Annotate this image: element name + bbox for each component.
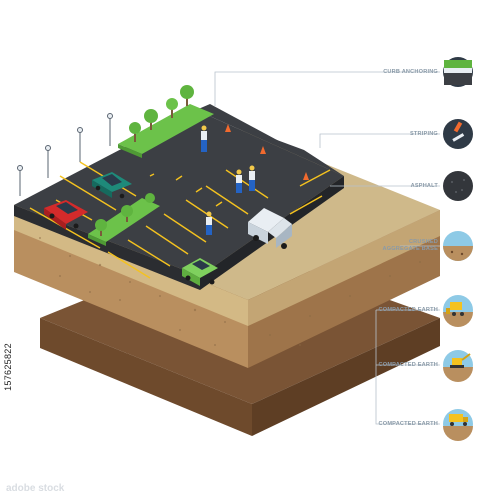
asphalt-icon <box>443 171 473 201</box>
striping-icon <box>443 119 473 149</box>
leader-lines <box>214 71 440 425</box>
bulldozer-icon <box>443 295 473 327</box>
label-crushed-line1: CRUSHED <box>408 239 438 245</box>
label-compacted-earth-1: COMPACTED EARTH <box>378 307 438 313</box>
curb-anchoring-icon <box>443 57 473 87</box>
grass-island-middle <box>88 198 160 246</box>
lamp-posts <box>17 113 113 196</box>
workers <box>201 125 255 235</box>
label-crushed-line2: AGGREGATE BASE <box>382 246 438 252</box>
label-striping: STRIPING <box>409 131 438 137</box>
label-compacted-earth-3: COMPACTED EARTH <box>378 421 438 427</box>
traffic-cones <box>225 124 309 180</box>
stock-id-text: 157625822 <box>3 343 13 391</box>
label-crushed-aggregate-base: CRUSHED AGGREGATE BASE <box>382 239 438 253</box>
label-curb-anchoring: CURB ANCHORING <box>383 69 438 75</box>
dump-truck-icon <box>443 409 473 441</box>
excavator-icon <box>443 350 473 382</box>
label-compacted-earth-2: COMPACTED EARTH <box>378 362 438 368</box>
label-asphalt: ASPHALT <box>410 183 438 189</box>
parking-lines <box>29 161 331 279</box>
grass-island-top <box>118 104 214 158</box>
aggregate-icon <box>443 231 473 261</box>
green-car <box>182 258 218 286</box>
red-car <box>44 200 88 230</box>
white-truck <box>248 208 292 249</box>
trees <box>95 85 194 236</box>
teal-car <box>92 172 132 199</box>
stock-watermark: adobe stock <box>6 483 65 494</box>
stock-id: 157625822 <box>2 300 14 440</box>
